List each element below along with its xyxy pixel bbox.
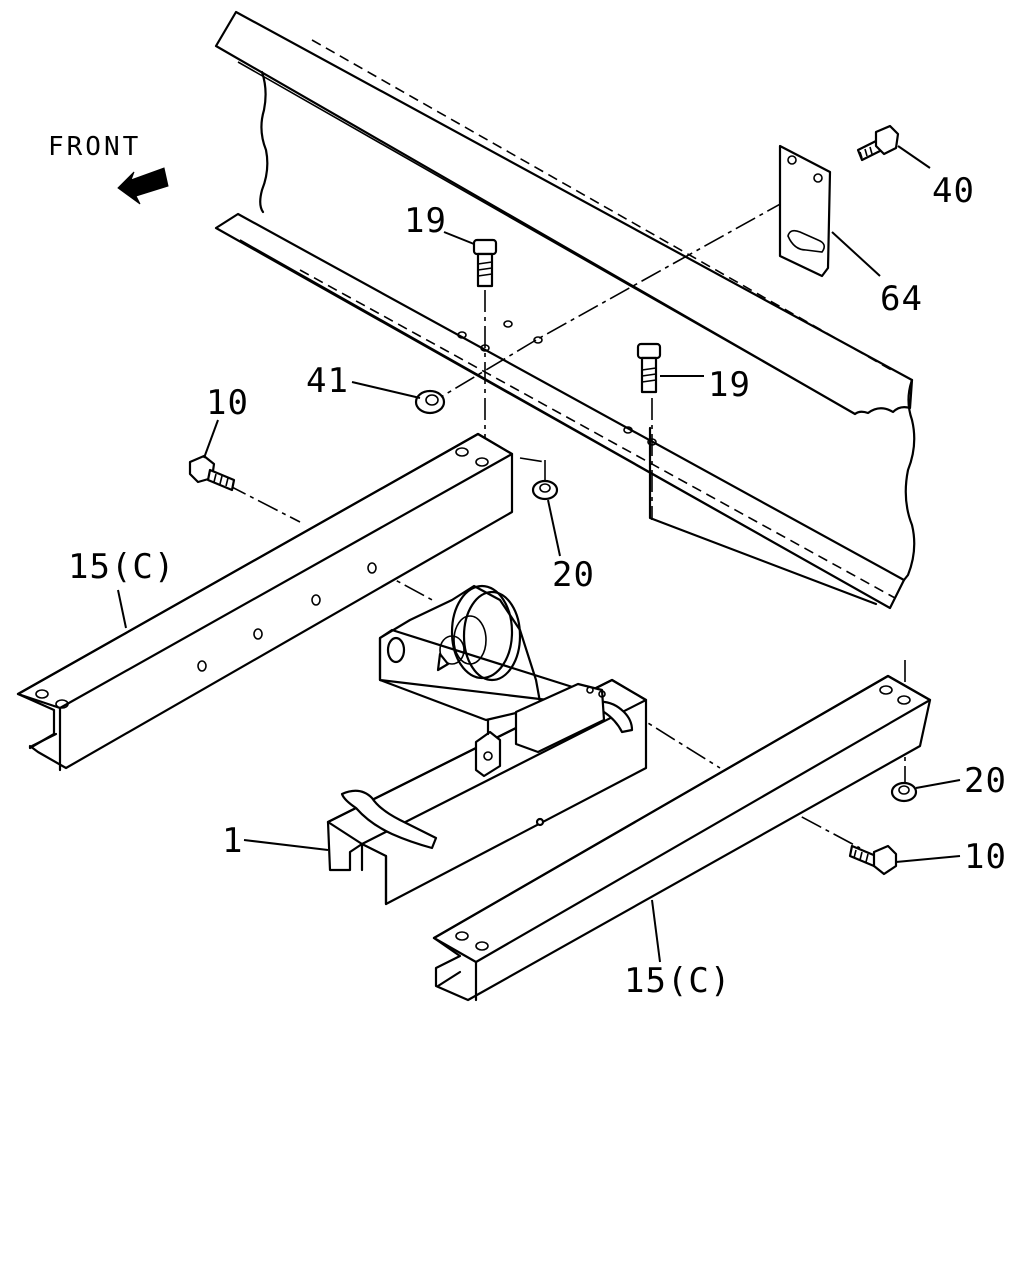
callout-15c-right: 15(C) [624,961,731,1001]
callout-64: 64 [880,279,923,319]
callout-19-lower: 19 [708,365,751,405]
callout-15c-left: 15(C) [68,547,175,587]
callout-1: 1 [222,821,243,861]
nut-20-upper [531,479,559,501]
bolt-19-lower [636,342,662,394]
callout-41: 41 [306,361,349,401]
spare-tire-carrier-1 [326,584,648,906]
bracket-64 [778,144,832,278]
nut-41 [414,389,446,415]
bolt-10-left [188,454,236,492]
channel-15c-left [16,432,514,772]
bolt-19-upper [472,238,498,288]
callout-20-lower: 20 [964,761,1007,801]
nut-20-lower [890,781,918,803]
front-arrow-icon [117,167,169,205]
callout-40: 40 [932,171,975,211]
frame-side-rail [214,10,916,610]
callout-20-upper: 20 [552,555,595,595]
front-label: FRONT [48,132,141,162]
bolt-10-right [848,844,898,876]
channel-15c-right [432,674,932,1002]
bolt-40 [856,124,900,162]
callout-10-right: 10 [964,837,1007,877]
callout-10-left: 10 [206,383,249,423]
callout-19-upper: 19 [404,201,447,241]
